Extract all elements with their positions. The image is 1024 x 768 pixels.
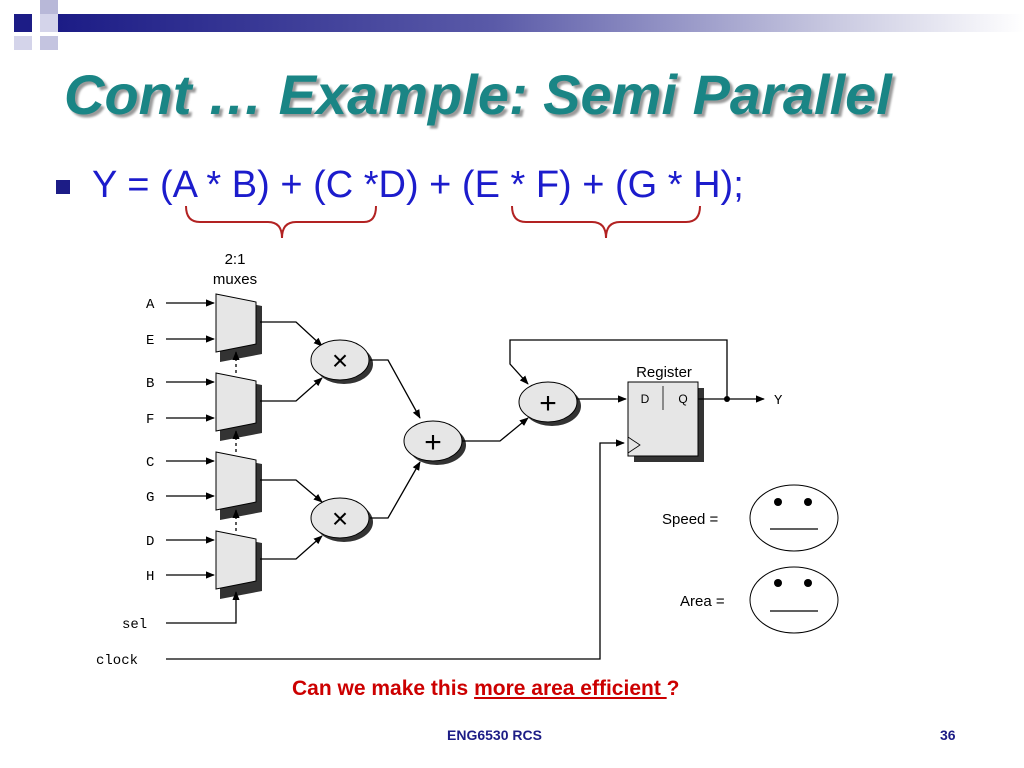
question-suffix: ? (666, 677, 680, 700)
input-label-b: B (146, 376, 154, 392)
header-square-light-2 (40, 14, 58, 32)
question-underlined: more area efficient (474, 677, 667, 700)
slide-title: Cont … Example: Semi Parallel (64, 63, 892, 126)
mux-1 (215, 293, 262, 362)
adder-2-symbol: + (539, 387, 557, 420)
header-square-light-3 (14, 36, 32, 50)
header-square-light-4 (40, 36, 58, 50)
footer-course: ENG6530 RCS (447, 727, 542, 743)
input-label-d: D (146, 534, 154, 550)
equation-text: Y = (A * B) + (C *D) + (E * F) + (G * H)… (92, 164, 744, 206)
adder-2: + (518, 381, 581, 426)
neutral-face-icon (749, 484, 839, 552)
register-d-label: D (641, 392, 650, 406)
sel-label: sel (122, 617, 147, 633)
footer-page-number: 36 (940, 727, 956, 743)
question-text: Can we make this more area efficient ? (292, 677, 680, 701)
multiplier-1-symbol: × (332, 345, 348, 376)
multiplier-2-symbol: × (332, 503, 348, 534)
select-line (166, 351, 240, 624)
mux-2 (215, 372, 262, 441)
mux-caption-line2: muxes (213, 271, 257, 288)
brace-left (185, 205, 377, 239)
brace-right (511, 205, 701, 239)
clock-wire (166, 439, 625, 660)
register: D Q (627, 381, 704, 462)
clock-label: clock (96, 653, 138, 669)
header-gradient-bar (58, 14, 1024, 32)
register-label: Register (636, 364, 692, 381)
mux-caption-line1: 2:1 (225, 251, 246, 268)
speed-label: Speed = (662, 511, 719, 528)
multiplier-1: × (310, 339, 373, 384)
input-wires (166, 299, 215, 579)
input-label-g: G (146, 490, 154, 506)
adder-1-output-wire (462, 417, 529, 442)
output-junction-dot (724, 396, 730, 402)
input-label-e: E (146, 333, 154, 349)
multiplier-2: × (310, 497, 373, 542)
question-prefix: Can we make this (292, 677, 475, 700)
header-square-navy-1 (14, 14, 32, 32)
multiplier-output-wires (370, 359, 421, 519)
neutral-face-icon (749, 566, 839, 634)
input-label-f: F (146, 412, 154, 428)
mux-3 (215, 451, 262, 520)
adder-1: + (403, 420, 466, 465)
adder-1-symbol: + (424, 426, 442, 459)
area-label: Area = (680, 593, 725, 610)
input-label-h: H (146, 569, 154, 585)
register-output-wires (509, 339, 765, 403)
input-label-c: C (146, 455, 154, 471)
input-label-a: A (146, 297, 155, 313)
mux-output-wires (260, 321, 323, 560)
register-q-label: Q (678, 392, 687, 406)
mux-4 (215, 530, 262, 599)
square-bullet-icon (56, 180, 70, 194)
output-label-y: Y (774, 393, 783, 409)
header-square-light-1 (40, 0, 58, 14)
